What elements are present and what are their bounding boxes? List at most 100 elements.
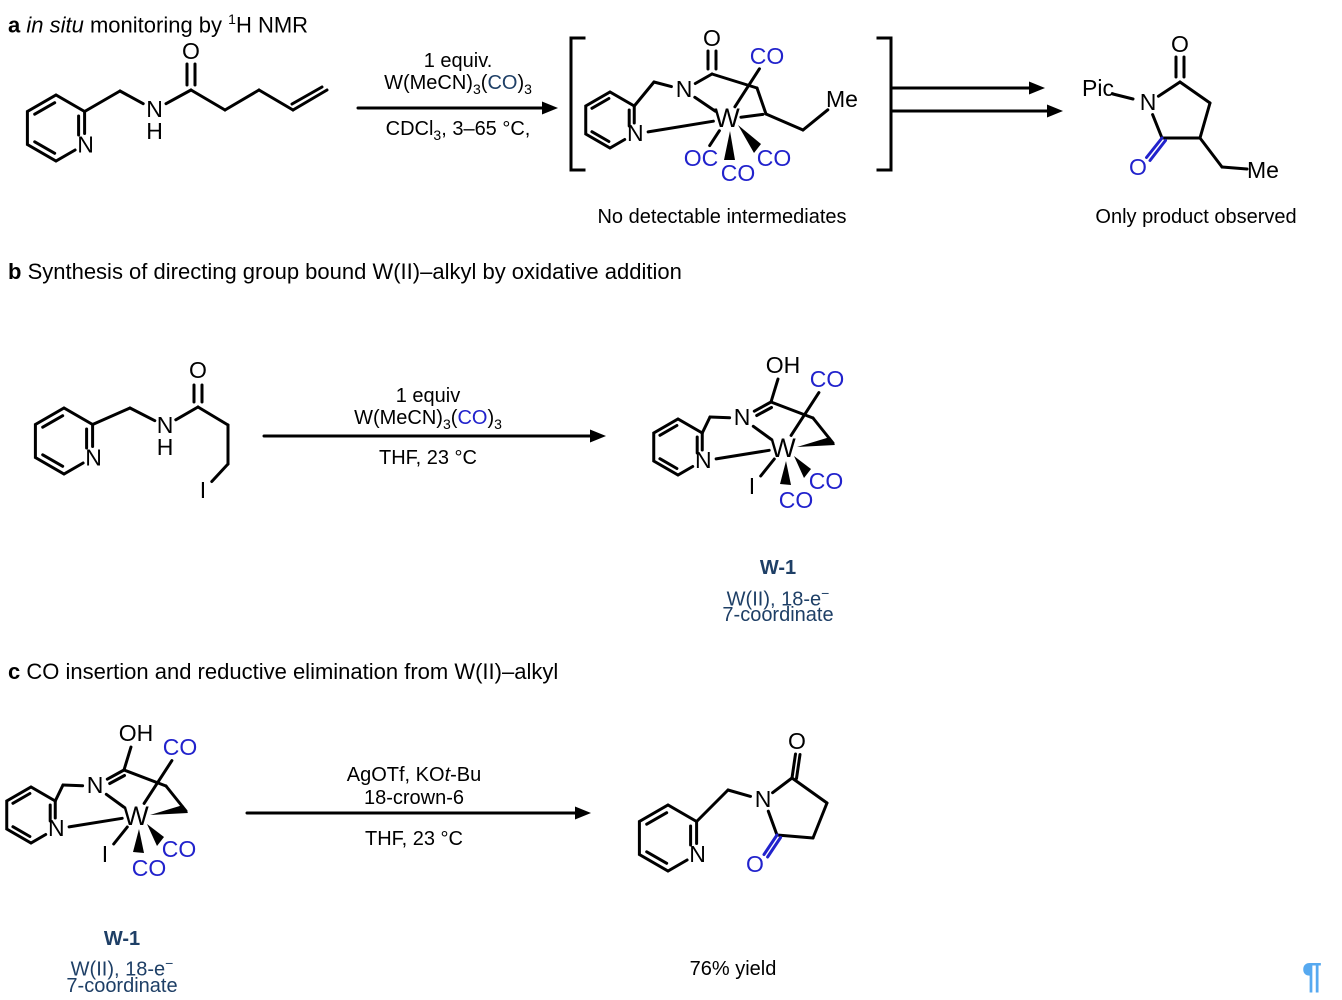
structure-b-reactant: N N H O I <box>33 357 230 503</box>
reaction-arrow-c <box>245 806 591 820</box>
structure-b-product-w1: N N OH W CO I CO CO <box>652 352 845 513</box>
co-ligand-right: CO <box>809 468 844 494</box>
formula-sub2: 3 <box>494 416 502 432</box>
complex-bonds <box>53 745 188 853</box>
panel-c-title-text: CO insertion and reductive elimination f… <box>20 659 559 684</box>
w1-desc2-b: 7-coordinate <box>722 604 834 626</box>
formula-sub1: 3 <box>442 416 451 432</box>
conditions-a: CDCl3, 3–65 °C, <box>386 117 531 147</box>
pyridine-ring-bonds <box>637 803 699 873</box>
co-ligand-top: CO <box>750 43 785 69</box>
w1-name-b: W-1 <box>759 557 797 579</box>
picolyl-label: Pic <box>1082 75 1114 101</box>
panel-a-title-italic: in situ <box>20 12 84 38</box>
pyridine-ring-bonds <box>33 406 95 476</box>
co-ligand-right: CO <box>757 145 792 171</box>
panel-a-title-tail: H NMR <box>235 12 309 38</box>
imide-n-label: N <box>1140 89 1157 115</box>
blue-o-label: O <box>1129 154 1147 180</box>
tungsten-label: W <box>123 801 149 831</box>
reagent-b-formula: W(MeCN)3(CO)3 <box>354 406 502 436</box>
acyl-o-label: O <box>703 25 721 51</box>
formula-open: ( <box>450 407 458 429</box>
top-o-label: O <box>788 728 806 754</box>
iminol-n-label: N <box>87 772 104 798</box>
hydroxyl-label: OH <box>766 352 801 378</box>
w1-desc1-b: W(II), 18-e− <box>727 581 830 612</box>
ring-bonds <box>695 752 829 840</box>
w1-desc1-c: W(II), 18-e− <box>71 951 174 982</box>
pyridine-n-label: N <box>689 841 706 867</box>
structure-c-product: N N O O <box>637 728 829 877</box>
carbonyl-o-label: O <box>182 38 200 64</box>
cond-pre: CDCl <box>385 118 434 140</box>
carbonyl-o-label: O <box>189 357 207 383</box>
double-arrow <box>890 81 1063 118</box>
hydroxyl-label: OH <box>119 720 154 746</box>
iodide-label: I <box>749 473 755 499</box>
oc-ligand-left: OC <box>684 145 719 171</box>
formula-sub2: 3 <box>524 81 532 97</box>
pyridine-ring-bonds <box>584 90 636 150</box>
co-ligand-bottom: CO <box>721 160 756 186</box>
blue-o-label: O <box>746 851 764 877</box>
ethyl-bonds <box>1198 136 1249 171</box>
tungsten-label: W <box>714 103 740 133</box>
reagent-c-line1: AgOTf, KOt-Bu <box>347 763 482 787</box>
pyridine-n-label: N <box>77 132 94 158</box>
methyl-label: Me <box>1247 157 1279 183</box>
formula-sub1: 3 <box>472 81 481 97</box>
structure-a-product: Pic N O O Me <box>1082 31 1279 183</box>
tungsten-label: W <box>770 433 796 463</box>
formula-pre: W(MeCN) <box>384 72 473 94</box>
w1-desc2-c: 7-coordinate <box>66 975 178 997</box>
w1-desc1-text: W(II), 18-e <box>726 588 822 611</box>
co-ligand-right: CO <box>162 836 197 862</box>
pyridine-ring-bonds <box>652 417 704 477</box>
w1-desc1-sup: − <box>821 585 830 601</box>
formula-pre: W(MeCN) <box>354 407 443 429</box>
reagent-c-line2: 18-crown-6 <box>363 787 465 809</box>
amide-chain-bonds <box>83 62 329 113</box>
formula-close: ) <box>517 72 525 94</box>
w1-desc1-sup: − <box>165 955 174 971</box>
methyl-label: Me <box>826 86 858 112</box>
blue-carbonyl-bonds <box>1145 136 1167 162</box>
w1-name-c: W-1 <box>103 928 141 950</box>
panel-c-title: c CO insertion and reductive elimination… <box>8 659 558 685</box>
cond-sub: 3 <box>433 127 442 143</box>
blue-carbonyl-bonds <box>762 833 783 859</box>
formula-close: ) <box>487 407 495 429</box>
cond-rest: , 3–65 °C, <box>441 118 531 140</box>
structure-a-reactant: N N H O <box>25 38 329 163</box>
iodide-label: I <box>102 841 108 867</box>
panel-c-label: c <box>8 659 21 684</box>
amide-h-label: H <box>157 434 174 460</box>
top-o-label: O <box>1171 31 1189 57</box>
reagent-a-line1: 1 equiv. <box>423 50 493 72</box>
amide-chain-bonds <box>91 383 230 483</box>
formula-co: CO <box>487 72 518 94</box>
complex-bonds <box>700 377 835 485</box>
pyridine-ring-bonds <box>5 785 57 845</box>
formula-co: CO <box>457 407 488 429</box>
pyridine-n-label: N <box>85 445 102 471</box>
panel-a-title: a in situ monitoring by 1H NMR <box>8 6 308 38</box>
reaction-arrow-a <box>356 101 558 115</box>
structure-c-reactant-w1: N N OH W CO I CO CO <box>5 720 197 881</box>
yield-text: 76% yield <box>689 958 777 980</box>
iminol-n-label: N <box>734 404 751 430</box>
product-caption-a: Only product observed <box>1095 206 1297 228</box>
reagent-c-pre: AgOTf, KO <box>346 764 445 786</box>
pyridine-ring-bonds <box>25 93 87 163</box>
amide-h-label: H <box>146 118 163 144</box>
pyridine-n-label: N <box>627 120 644 146</box>
reagent-b-line1: 1 equiv <box>395 385 461 407</box>
co-ligand-top: CO <box>810 366 845 392</box>
iodide-label: I <box>200 477 206 503</box>
amide-n-label: N <box>146 96 163 122</box>
panel-a-title-sup: 1 <box>228 11 236 27</box>
panel-a-label: a <box>8 12 21 38</box>
reagent-a-formula: W(MeCN)3(CO)3 <box>384 71 532 101</box>
